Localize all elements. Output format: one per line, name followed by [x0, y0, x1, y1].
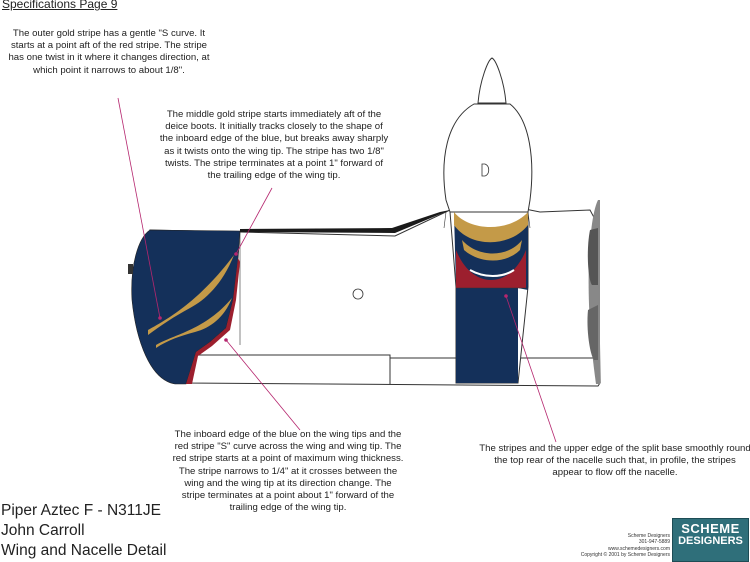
note-middle-gold-stripe: The middle gold stripe starts immediatel… [159, 109, 389, 182]
nacelle-red-inner [469, 269, 515, 277]
leader-split-base [505, 295, 557, 443]
nacelle-cowl [443, 103, 533, 213]
leader-inboard-edge [225, 339, 301, 431]
fuel-cap [352, 288, 364, 300]
logo-line-1: SCHEME [681, 521, 740, 536]
credit-copyright: Copyright © 2001 by Scheme Designers [580, 551, 670, 558]
credit-block: Scheme Designers 301-947-5889 www.scheme… [581, 533, 670, 558]
scheme-designers-logo: SCHEME DESIGNERS [672, 518, 749, 562]
credit-phone: 301-947-5889 [638, 539, 670, 546]
wing-trailing-edge-panel [185, 354, 598, 384]
page-header: Specifications Page 9 [2, 0, 118, 11]
wing-tip-gold-stripe-outer [148, 255, 234, 335]
credit-company: Scheme Designers [627, 533, 670, 539]
deice-boot [240, 210, 450, 233]
note-outer-gold-stripe: The outer gold stripe has a gentle "S cu… [8, 28, 210, 76]
leader-outer-gold [117, 97, 161, 319]
title-owner: John Carroll [1, 522, 85, 539]
nacelle-gold-lower [462, 240, 522, 261]
note-split-base: The stripes and the upper edge of the sp… [479, 443, 750, 479]
nacelle-red [456, 250, 526, 288]
note-inboard-edge-blue: The inboard edge of the blue on the wing… [172, 429, 404, 514]
leader-dot-middle [234, 252, 238, 256]
title-aircraft: Piper Aztec F - N311JE [1, 502, 161, 519]
wing-tip-red-stripe [186, 258, 240, 384]
wing-tip-light [128, 264, 133, 274]
credit-web: www.schemedesigners.com [608, 545, 670, 552]
spinner [477, 57, 507, 104]
fuselage-window-2 [587, 305, 598, 360]
leader-dot-outer [158, 316, 162, 320]
leader-dot-split [504, 294, 508, 298]
nacelle-gold-upper [454, 212, 528, 243]
fuselage-window-1 [587, 228, 598, 285]
leader-middle-gold [235, 187, 273, 255]
nacelle-oil-door [481, 163, 490, 177]
wing-tip-gold-stripe-middle [156, 298, 232, 348]
title-detail: Wing and Nacelle Detail [1, 542, 167, 559]
leader-dot-inboard [224, 338, 228, 342]
nacelle-exhaust-lines [443, 211, 531, 229]
logo-line-2: DESIGNERS [678, 535, 743, 547]
